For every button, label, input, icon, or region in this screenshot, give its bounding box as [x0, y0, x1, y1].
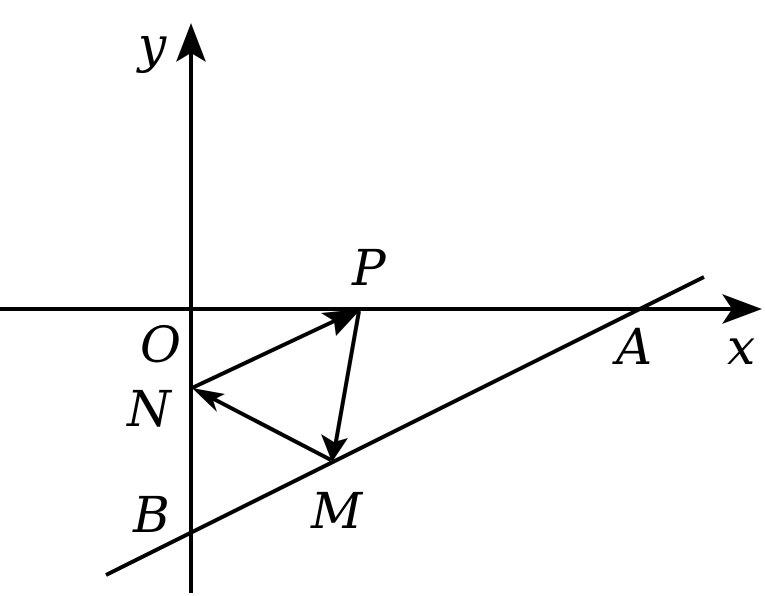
origin-label: O — [140, 316, 181, 374]
x-axis-arrowhead — [722, 294, 762, 324]
y-axis-label: y — [136, 16, 167, 74]
vector-pm-arrowhead — [321, 434, 348, 462]
line-ab — [105, 275, 705, 577]
x-axis-label: x — [727, 318, 755, 376]
vector-np-arrowhead — [321, 309, 361, 336]
point-n-label: N — [126, 380, 173, 438]
vector-mn-arrowhead — [192, 388, 225, 412]
vector-pm — [333, 310, 361, 448]
point-a-label: A — [612, 318, 652, 376]
point-m-label: M — [310, 482, 364, 540]
point-p-label: P — [351, 239, 387, 297]
y-axis-arrowhead — [176, 23, 206, 62]
vector-np — [191, 314, 346, 390]
point-b-label: B — [132, 486, 170, 544]
vector-mn — [207, 394, 332, 462]
